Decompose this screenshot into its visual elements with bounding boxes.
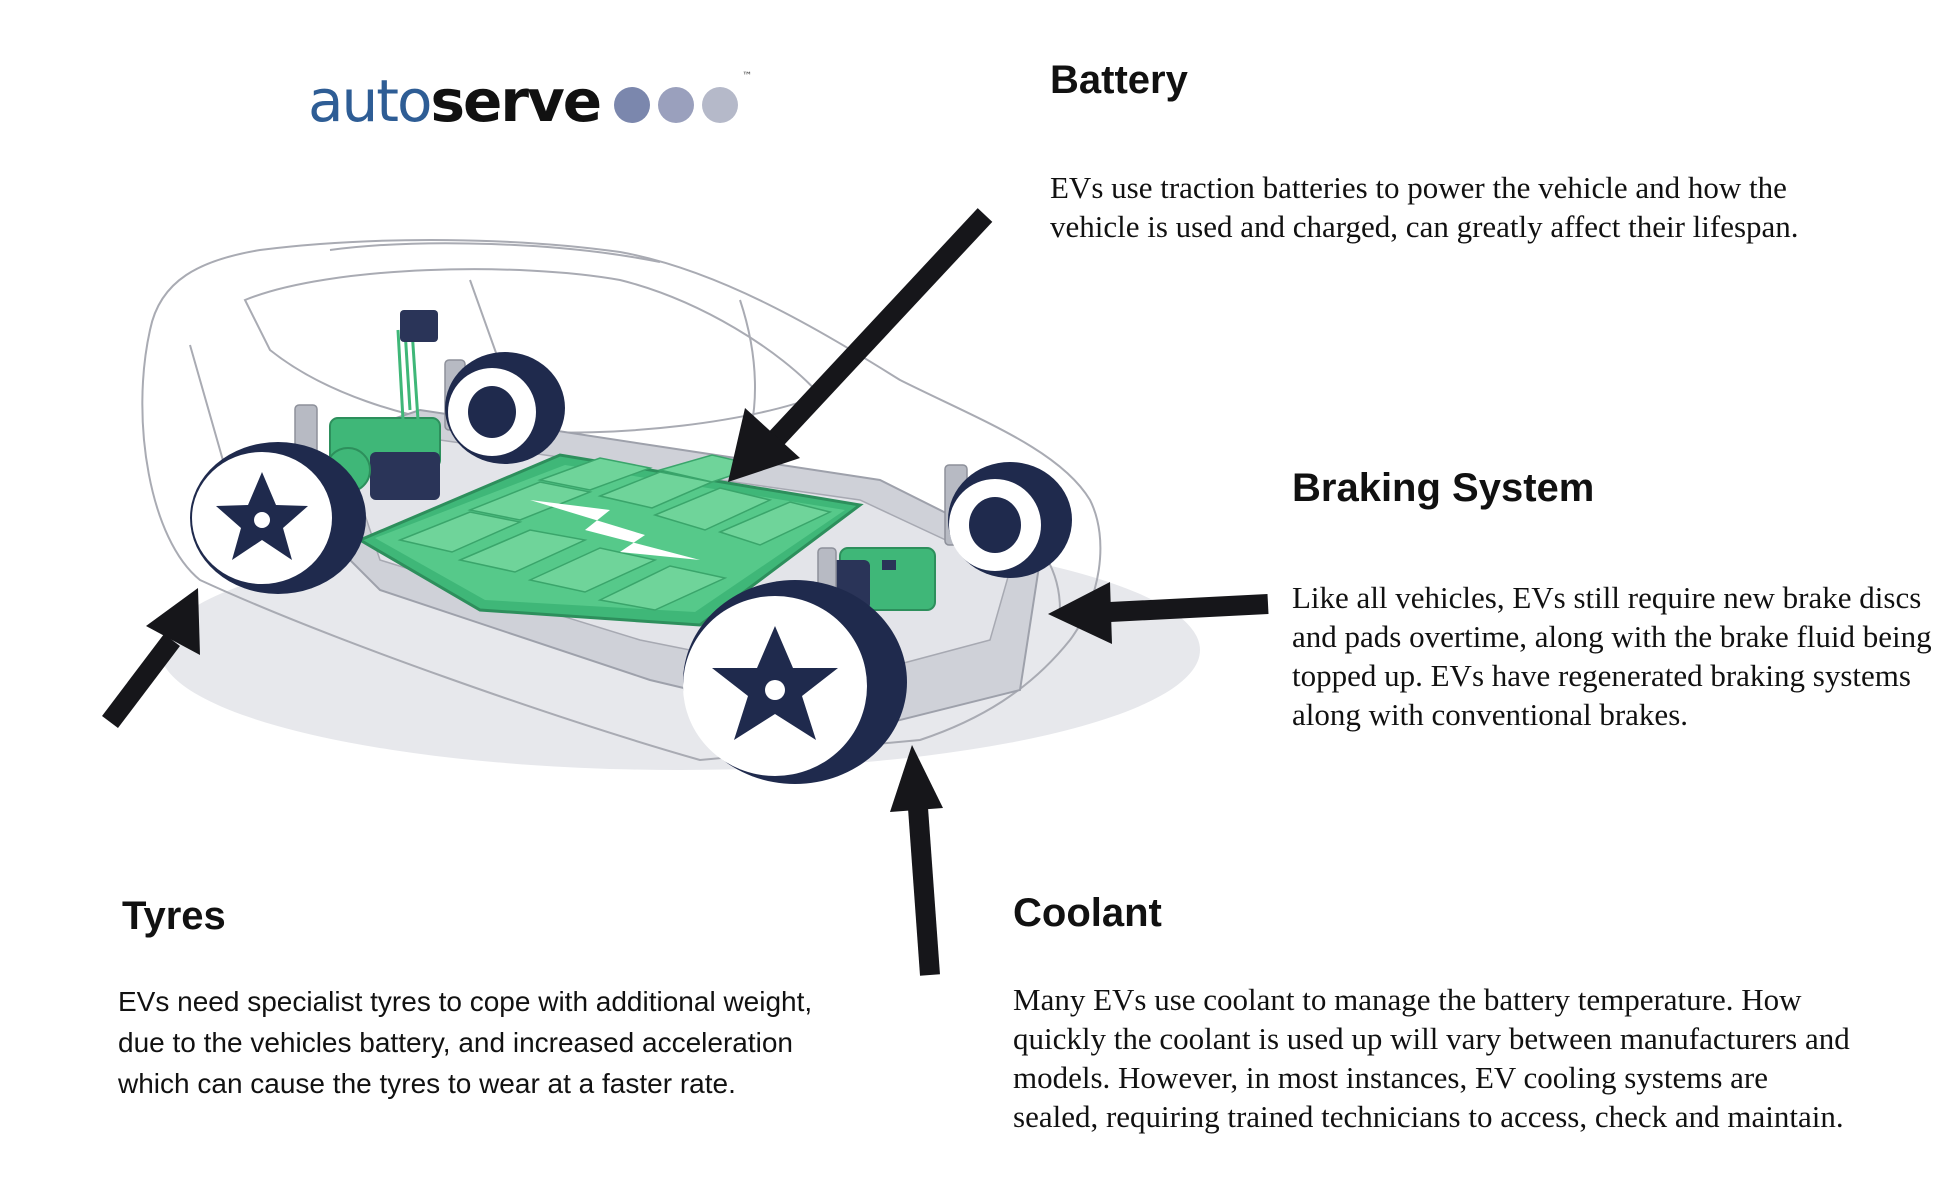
battery-pack-top bbox=[375, 465, 845, 612]
rear-left-wheel bbox=[190, 442, 366, 594]
logo-dots bbox=[614, 87, 739, 123]
front-motor-unit bbox=[830, 547, 936, 611]
logo-dot-icon bbox=[658, 87, 695, 123]
chassis-tray-top bbox=[349, 439, 1011, 681]
logo-dot-icon bbox=[614, 87, 651, 123]
lightning-bolt-icon bbox=[530, 500, 700, 560]
front-right-wheel bbox=[948, 462, 1072, 578]
rear-motor-unit bbox=[325, 310, 441, 500]
rear-right-wheel bbox=[445, 352, 565, 464]
battery-pack bbox=[356, 453, 864, 627]
tyres-arrow-icon bbox=[102, 588, 200, 729]
logo-trademark: ™ bbox=[742, 71, 753, 82]
logo-text-auto: auto bbox=[308, 67, 433, 135]
battery-description: EVs use traction batteries to power the … bbox=[1050, 170, 1799, 244]
braking-arrow-icon bbox=[1048, 582, 1269, 644]
coolant-title: Coolant bbox=[1013, 891, 1162, 935]
battery-title: Battery bbox=[1050, 58, 1188, 102]
battery-cells bbox=[397, 454, 833, 611]
chassis-tray bbox=[329, 408, 1042, 732]
coolant-description: Many EVs use coolant to manage the batte… bbox=[1013, 982, 1850, 1134]
battery-arrow-icon bbox=[728, 208, 993, 482]
tyres-title: Tyres bbox=[122, 894, 226, 938]
car-shadow bbox=[160, 530, 1200, 770]
tyres-description: EVs need specialist tyres to cope with a… bbox=[118, 986, 813, 1099]
logo-dot-icon bbox=[702, 87, 739, 123]
pointer-arrows bbox=[102, 208, 1269, 976]
front-left-wheel bbox=[683, 580, 907, 784]
braking-system-title: Braking System bbox=[1292, 466, 1595, 510]
braking-system-description: Like all vehicles, EVs still require new… bbox=[1292, 580, 1932, 732]
suspension-struts bbox=[294, 359, 968, 619]
logo-text-serve: serve bbox=[430, 67, 603, 135]
car-body-outline bbox=[141, 239, 1102, 762]
coolant-arrow-icon bbox=[890, 745, 943, 976]
